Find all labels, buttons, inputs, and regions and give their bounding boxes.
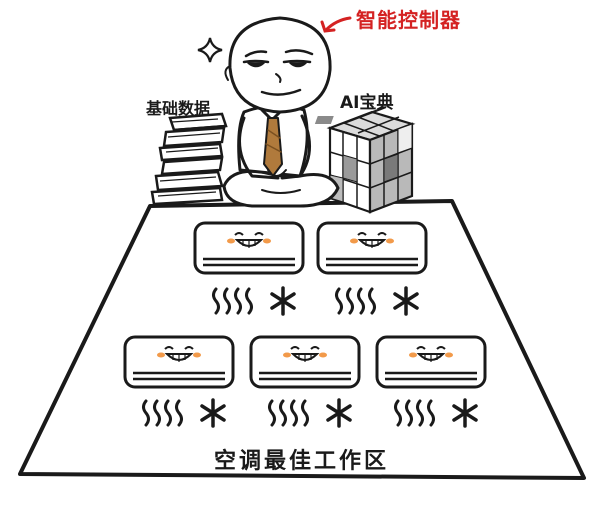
sparkle-icon	[197, 37, 223, 63]
work-zone-label: 空调最佳工作区	[214, 449, 390, 474]
ai-dictionary-label: AI宝典	[340, 93, 394, 113]
ac-unit-bottom-1	[123, 335, 235, 389]
arrow-icon	[320, 16, 352, 33]
book-stack-icon	[150, 112, 228, 206]
ac-unit-bottom-2	[249, 335, 361, 389]
ai-cube-icon	[314, 105, 416, 214]
ac-unit-top-1	[193, 221, 305, 275]
ac-unit-top-2	[316, 221, 428, 275]
base-data-label: 基础数据	[146, 99, 211, 118]
controller-label: 智能控制器	[356, 8, 461, 32]
controller-person	[222, 16, 340, 208]
ac-unit-bottom-3	[375, 335, 487, 389]
